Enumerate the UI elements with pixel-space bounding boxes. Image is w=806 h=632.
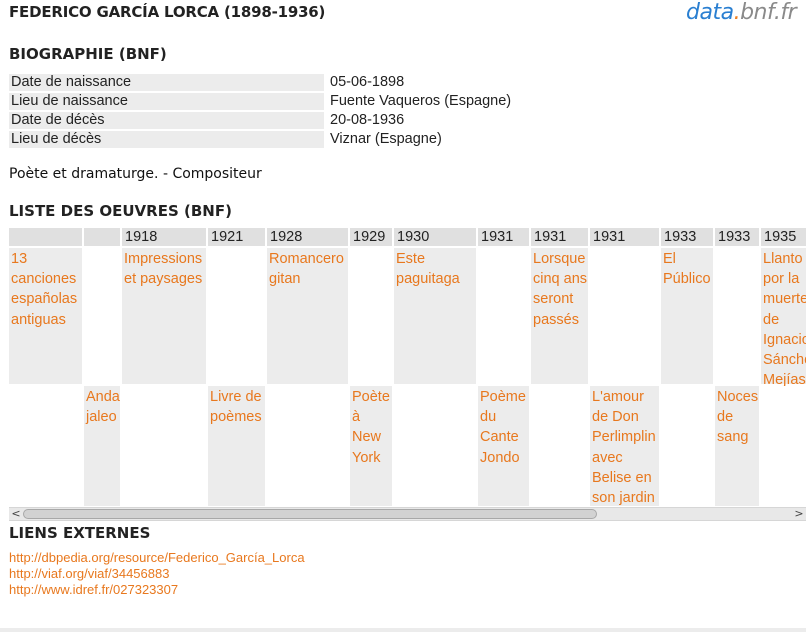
work-cell (84, 248, 120, 384)
work-year: 1933 (715, 228, 759, 246)
work-cell: Poème du Cante Jondo (478, 386, 529, 506)
work-cell: Livre de poèmes (208, 386, 265, 506)
work-title-link[interactable]: Noces de sang (717, 389, 759, 446)
work-year: 1928 (267, 228, 348, 246)
work-cell: El Público (661, 248, 713, 384)
work-column: 13 canciones españolas antiguas (9, 228, 84, 506)
work-cell: 13 canciones españolas antiguas (9, 248, 82, 384)
work-title-link[interactable]: Livre de poèmes (210, 389, 262, 426)
work-title-link[interactable]: Romancero gitan (269, 251, 344, 288)
work-year: 1931 (531, 228, 588, 246)
work-year: 1931 (590, 228, 659, 246)
work-cell: Este paguitaga (394, 248, 476, 384)
work-cell (590, 248, 659, 384)
biography-heading: BIOGRAPHIE (BNF) (9, 45, 167, 63)
external-link-idref[interactable]: http://www.idref.fr/027323307 (9, 582, 179, 597)
work-title-link[interactable]: Lorsque cinq ans seront passés (533, 251, 588, 328)
external-link-dbpedia[interactable]: http://dbpedia.org/resource/Federico_Gar… (9, 550, 305, 565)
work-cell (531, 386, 588, 506)
work-cell (9, 386, 82, 506)
work-cell: Llanto por la muerte de Ignacio Sánchez … (761, 248, 806, 388)
work-title-link[interactable]: Poète à New York (352, 389, 390, 466)
work-title-link[interactable]: Este paguitaga (396, 251, 460, 288)
bio-label: Date de décès (9, 112, 324, 129)
work-cell (267, 386, 348, 506)
work-title-link[interactable]: Impressions et paysages (124, 251, 203, 288)
bio-label: Date de naissance (9, 74, 324, 91)
work-year (9, 228, 82, 246)
work-year: 1931 (478, 228, 529, 246)
external-link-viaf[interactable]: http://viaf.org/viaf/34456883 (9, 566, 170, 581)
work-cell (122, 386, 206, 506)
logo-dot-text: . (733, 0, 741, 25)
bio-value: 20-08-1936 (330, 112, 405, 128)
work-cell (661, 386, 713, 506)
work-year (84, 228, 120, 246)
work-title-link[interactable]: Llanto por la muerte de Ignacio Sánchez … (763, 251, 806, 389)
page-title: FEDERICO GARCÍA LORCA (1898-1936) (9, 3, 326, 21)
work-title-link[interactable]: El Público (663, 251, 711, 288)
work-year: 1933 (661, 228, 713, 246)
author-description: Poète et dramaturge. - Compositeur (9, 166, 262, 182)
bio-label: Lieu de décès (9, 131, 324, 148)
data-bnf-logo[interactable]: data.bnf.fr (686, 0, 797, 25)
work-cell: Impressions et paysages (122, 248, 206, 384)
table-row: Lieu de décès Viznar (Espagne) (9, 131, 513, 148)
page-footer-strip (0, 628, 806, 632)
work-cell (715, 248, 759, 384)
scroll-left-icon[interactable]: < (11, 507, 21, 520)
bio-label: Lieu de naissance (9, 93, 324, 110)
work-cell: Lorsque cinq ans seront passés (531, 248, 588, 384)
work-cell (761, 386, 806, 506)
table-row: Date de décès 20-08-1936 (9, 112, 513, 129)
scroll-right-icon[interactable]: > (794, 507, 804, 520)
work-year: 1929 (350, 228, 392, 246)
work-title-link[interactable]: 13 canciones españolas antiguas (11, 251, 78, 328)
work-cell: Noces de sang (715, 386, 759, 506)
biography-table: Date de naissance 05-06-1898 Lieu de nais… (9, 72, 513, 150)
scrollbar-thumb[interactable] (23, 509, 597, 519)
bio-value: Viznar (Espagne) (330, 131, 442, 147)
horizontal-scrollbar[interactable]: < > (9, 507, 806, 521)
work-title-link[interactable]: L'amour de Don Perlimplin avec Belise en… (592, 389, 656, 506)
table-row: Date de naissance 05-06-1898 (9, 74, 513, 91)
work-cell (478, 248, 529, 384)
work-cell: L'amour de Don Perlimplin avec Belise en… (590, 386, 659, 506)
work-year: 1921 (208, 228, 265, 246)
work-title-link[interactable]: Poème du Cante Jondo (480, 389, 526, 466)
work-cell (208, 248, 265, 384)
external-links-heading: LIENS EXTERNES (9, 524, 151, 542)
work-year: 1935 (761, 228, 806, 246)
work-cell: Poète à New York (350, 386, 392, 506)
table-row: Lieu de naissance Fuente Vaqueros (Espagn… (9, 93, 513, 110)
work-column: 1933 El Público (661, 228, 715, 506)
work-year: 1918 (122, 228, 206, 246)
work-title-link[interactable]: Anda jaleo (86, 389, 120, 426)
work-cell: Romancero gitan (267, 248, 348, 384)
work-cell: Anda jaleo (84, 386, 120, 506)
work-cell (394, 386, 476, 506)
work-column: Anda jaleo (84, 228, 122, 506)
logo-bnf-text: bnf.fr (740, 0, 797, 25)
work-year: 1930 (394, 228, 476, 246)
logo-data-text: data (686, 0, 734, 25)
bio-value: Fuente Vaqueros (Espagne) (330, 93, 512, 109)
bio-value: 05-06-1898 (330, 74, 405, 90)
works-heading: LISTE DES OEUVRES (BNF) (9, 202, 232, 220)
work-cell (350, 248, 392, 384)
external-links-list: http://dbpedia.org/resource/Federico_Gar… (9, 550, 305, 598)
